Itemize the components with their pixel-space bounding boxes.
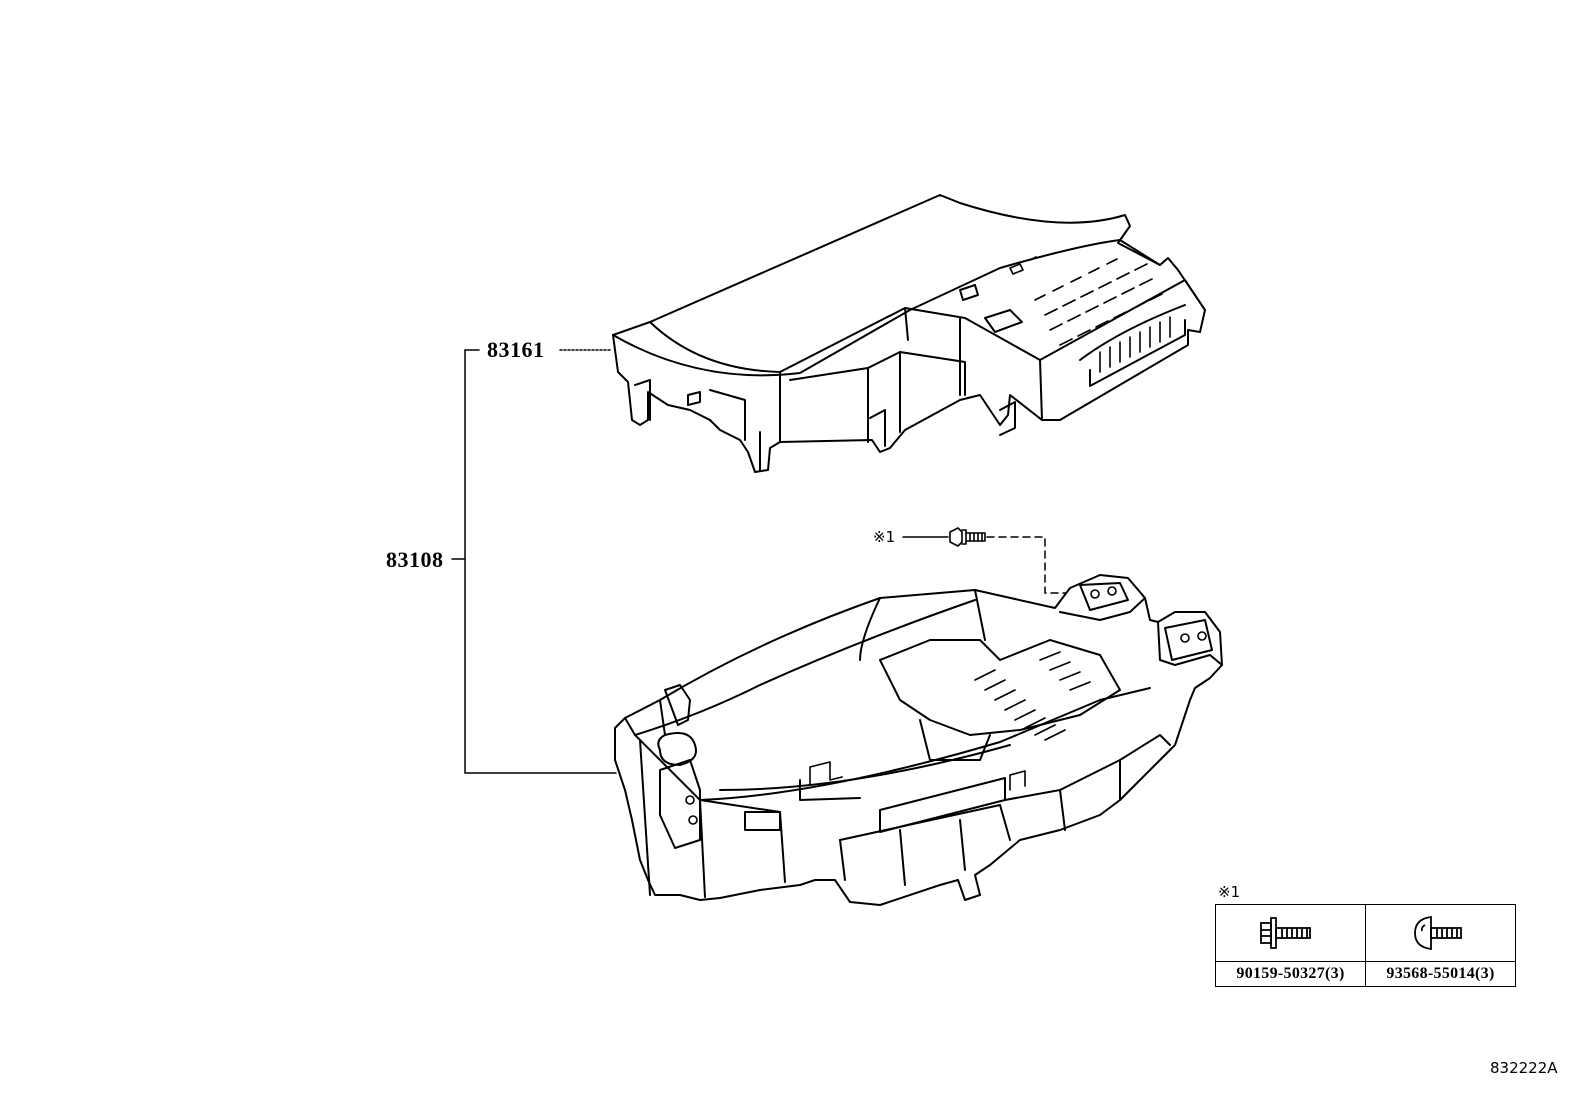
fastener-cell: 90159-50327(3) xyxy=(1216,905,1366,986)
fastener-cell: 93568-55014(3) xyxy=(1366,905,1515,986)
part-label-upper-cover: 83161 xyxy=(487,337,545,362)
fastener-part-number: 93568-55014(3) xyxy=(1386,965,1495,982)
fastener-table: 90159-50327(3) 93568-55014(3) xyxy=(1215,904,1516,987)
fastener-part-number: 90159-50327(3) xyxy=(1236,965,1345,982)
lower-case-details xyxy=(685,586,1207,825)
figure-id: 832222A xyxy=(1490,1059,1558,1077)
bolt-part xyxy=(949,527,986,547)
round-head-screw-icon xyxy=(1413,915,1462,951)
fastener-image xyxy=(1366,905,1515,962)
upper-cover-part xyxy=(612,194,1206,473)
fastener-image xyxy=(1216,905,1365,962)
part-label-assembly: 83108 xyxy=(386,547,444,572)
leader-lines xyxy=(451,349,1066,774)
lower-case-part xyxy=(614,574,1223,906)
vent-slots xyxy=(1009,256,1171,373)
fastener-table-mark: ※1 xyxy=(1218,883,1241,901)
hex-flange-bolt-icon xyxy=(1259,917,1311,949)
fastener-reference-mark: ※1 xyxy=(873,528,896,546)
